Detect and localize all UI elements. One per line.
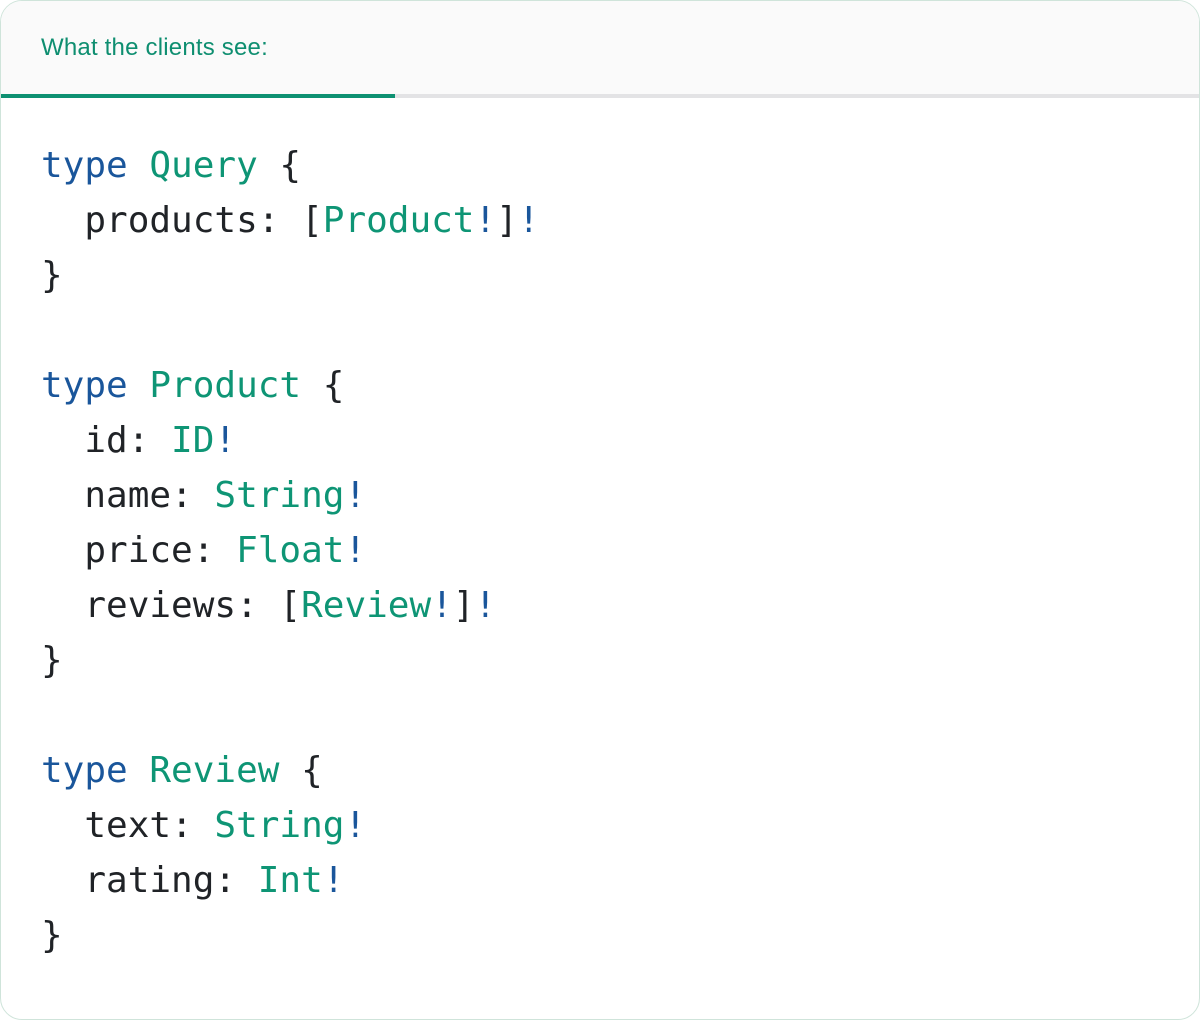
active-tab-underline [1, 94, 395, 98]
code-token: products: [ [41, 200, 323, 241]
code-token: ! [474, 200, 497, 241]
code-line: rating: Int! [41, 853, 1159, 908]
code-line: products: [Product!]! [41, 193, 1159, 248]
code-token: rating: [41, 860, 258, 901]
code-token: ! [322, 860, 345, 901]
code-token: Review [301, 585, 432, 626]
code-token: type [41, 365, 150, 406]
code-token: Int [257, 860, 323, 901]
code-token: Review [149, 750, 280, 791]
code-line: type Review { [41, 743, 1159, 798]
code-token: text: [41, 805, 215, 846]
code-token: { [301, 365, 345, 406]
code-line: name: String! [41, 468, 1159, 523]
code-token: ! [517, 200, 540, 241]
code-token: Product [149, 365, 302, 406]
code-token: { [279, 750, 323, 791]
tab-what-clients-see[interactable]: What the clients see: [1, 1, 308, 94]
code-line: price: Float! [41, 523, 1159, 578]
code-area: type Query { products: [Product!]!} type… [1, 98, 1199, 963]
code-line: type Product { [41, 358, 1159, 413]
code-token: price: [41, 530, 237, 571]
code-token: type [41, 145, 150, 186]
code-token: Product [322, 200, 475, 241]
code-token: } [41, 640, 63, 681]
code-token: ID [171, 420, 215, 461]
code-token: id: [41, 420, 172, 461]
code-token: ! [344, 530, 367, 571]
code-line: } [41, 908, 1159, 963]
code-token: type [41, 750, 150, 791]
code-token: reviews: [ [41, 585, 302, 626]
code-line [41, 688, 1159, 743]
tab-bar: What the clients see: [1, 1, 1199, 98]
code-line: } [41, 633, 1159, 688]
code-token: ! [474, 585, 497, 626]
code-token: ] [452, 585, 475, 626]
tabbar-divider [1, 94, 1199, 98]
code-token: String [214, 475, 345, 516]
code-token: name: [41, 475, 215, 516]
graphql-schema-code: type Query { products: [Product!]!} type… [41, 138, 1159, 963]
code-line: text: String! [41, 798, 1159, 853]
code-token: ! [214, 420, 237, 461]
code-token: Float [236, 530, 345, 571]
code-token: ! [344, 805, 367, 846]
code-line: } [41, 248, 1159, 303]
code-token: ! [344, 475, 367, 516]
code-token: } [41, 255, 63, 296]
code-token: { [257, 145, 302, 186]
code-token: ! [431, 585, 453, 626]
code-line: type Query { [41, 138, 1159, 193]
code-line [41, 303, 1159, 358]
code-token: ] [496, 200, 518, 241]
code-token: Query [149, 145, 258, 186]
tab-label: What the clients see: [41, 33, 268, 61]
code-token: String [214, 805, 345, 846]
code-line: reviews: [Review!]! [41, 578, 1159, 633]
code-token: } [41, 915, 63, 956]
code-line: id: ID! [41, 413, 1159, 468]
